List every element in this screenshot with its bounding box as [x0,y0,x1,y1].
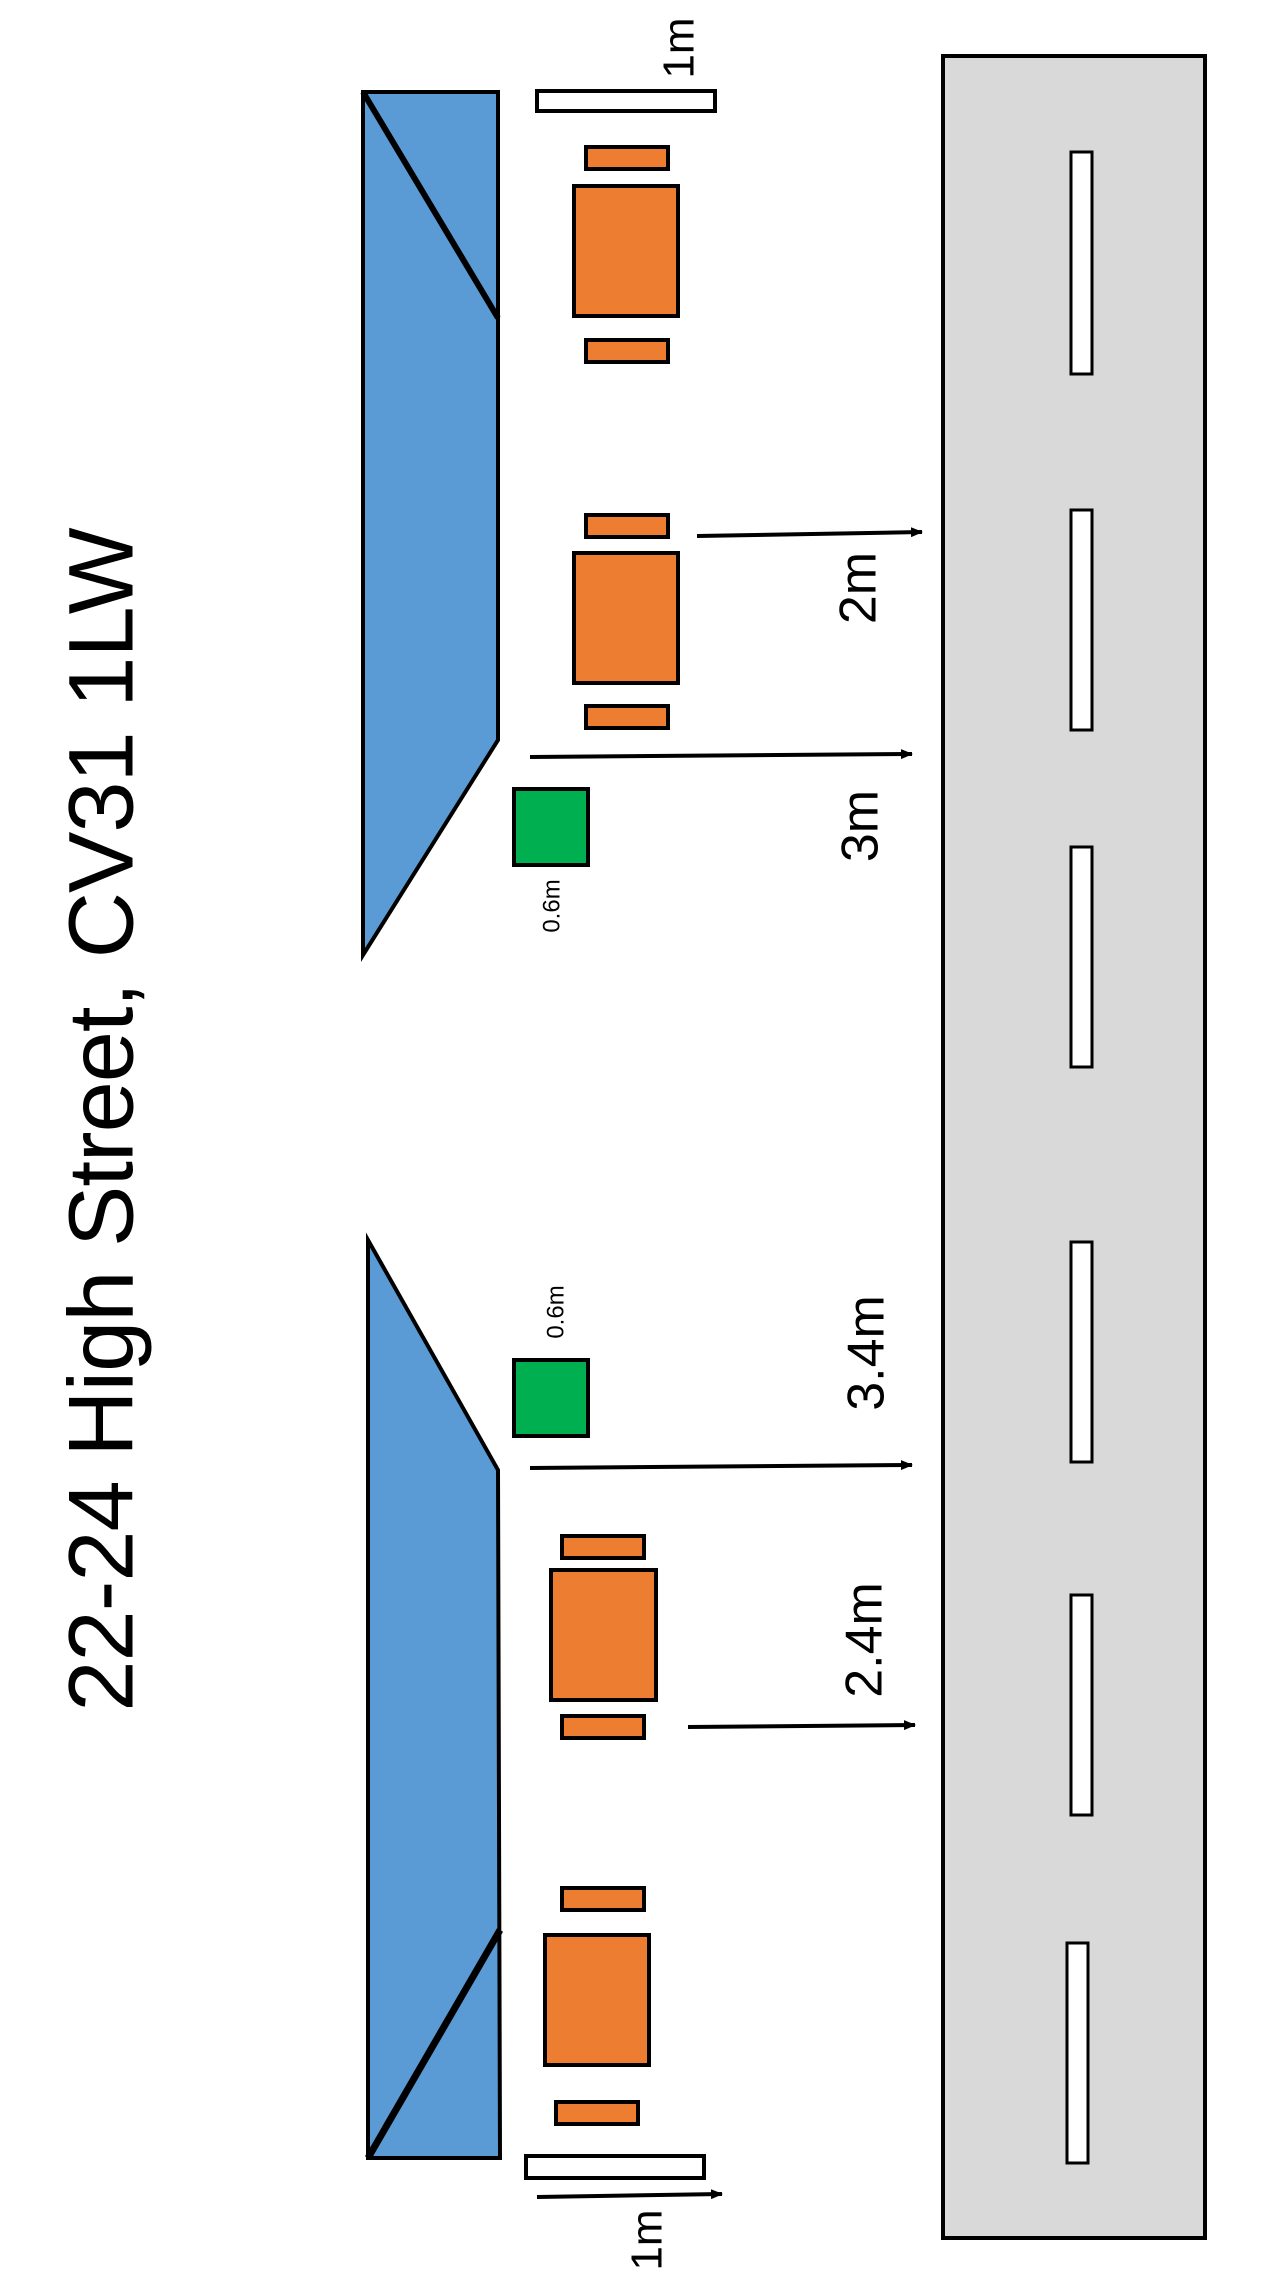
arrow-right-icon [536,2189,723,2200]
barrier-top [535,89,717,113]
road-marking [1065,1941,1090,2165]
chair [584,145,670,171]
road-marking [1069,508,1094,732]
building-top-shape [361,90,500,962]
chair [560,1714,646,1740]
arrow-right-icon [696,527,923,538]
chair [560,1886,646,1912]
table-top-distance-label: 2m [830,552,888,624]
table [572,184,680,318]
table-bottom-distance-label: 2.4m [836,1582,894,1698]
chair [554,2100,640,2126]
chair [584,338,670,364]
arrow-right-icon [529,749,913,760]
planter-bottom-distance-label: 3.4m [838,1295,896,1411]
planter-top [512,787,590,867]
road-marking [1069,845,1094,1069]
table-set-top-2 [572,513,680,730]
barrier-top-width-label: 1m [655,17,704,78]
page-title: 22-24 High Street, CV31 1LW [50,527,152,1711]
table [572,551,680,685]
table [549,1568,658,1702]
arrow-right-icon [687,1720,916,1731]
arrow-right-icon [529,1460,913,1471]
planter-top-size-label: 0.6m [538,879,565,932]
building-bottom [364,1232,504,2160]
planter-bottom-size-label: 0.6m [542,1285,569,1338]
road-marking [1069,1593,1094,1817]
table [543,1933,651,2067]
chair [584,513,670,539]
building-top [360,90,501,962]
building-bottom-diagonal [364,1928,504,2160]
chair [584,704,670,730]
road-marking [1069,1240,1094,1464]
road-surface [941,54,1207,2240]
barrier-bottom-width-label: 1m [623,2209,672,2270]
planter-bottom [512,1358,590,1438]
building-top-diagonal [360,90,501,320]
building-bottom-shape [366,1232,503,2160]
table-set-bottom-1 [549,1534,658,1740]
chair [560,1534,646,1560]
road-marking [1069,150,1094,376]
table-set-bottom-2 [543,1886,651,2126]
table-set-top-1 [572,145,680,364]
barrier-bottom [524,2154,706,2180]
road [941,54,1207,2240]
planter-top-distance-label: 3m [832,790,890,862]
